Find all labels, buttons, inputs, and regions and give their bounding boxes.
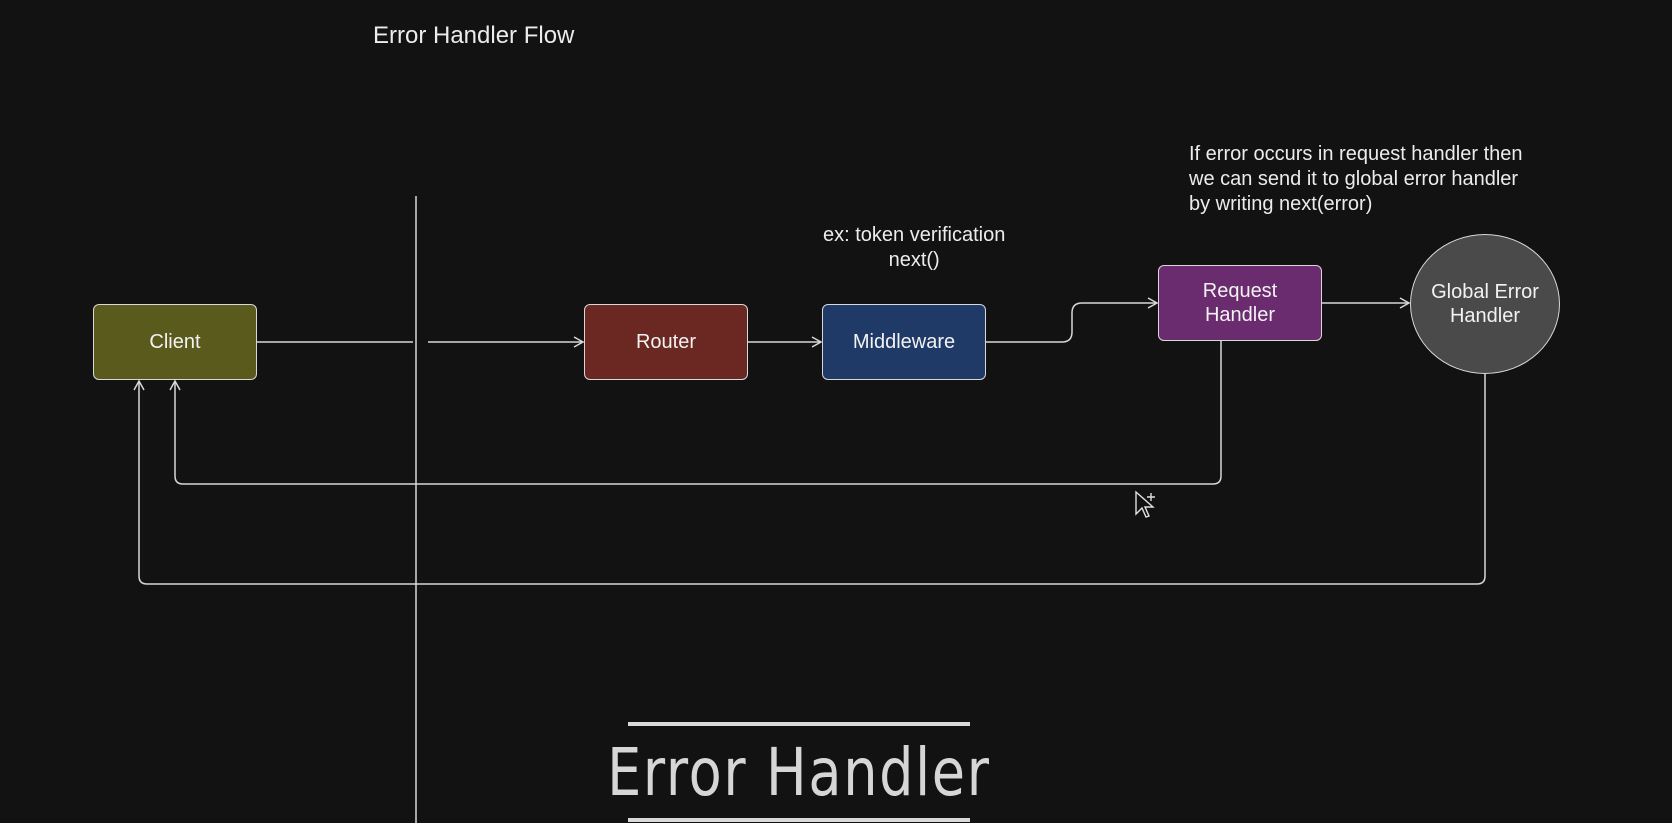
router-node-label: Router [635, 331, 697, 353]
router-node[interactable]: Router [584, 304, 748, 380]
error-note-line2: we can send it to global error handler [1189, 168, 1519, 190]
diagram-title: Error Handler Flow [373, 22, 575, 49]
middleware-node-label: Middleware [852, 331, 956, 353]
middleware-note: ex: token verification next() [823, 223, 1005, 273]
request-handler-label-line1: Request [1202, 280, 1278, 302]
global-handler-label-line1: Global Error [1431, 281, 1539, 303]
global-to-client-return-arrow [133, 374, 1486, 585]
client-node[interactable]: Client [93, 304, 257, 380]
error-note-line3: by writing next(error) [1189, 193, 1373, 215]
global-handler-label-line2: Handler [1449, 305, 1521, 327]
request-handler-label-line2: Handler [1204, 304, 1276, 326]
footer-banner-text: Error Handler [607, 733, 991, 811]
request-handler-node[interactable]: Request Handler [1158, 265, 1322, 341]
move-cursor-icon [1135, 490, 1155, 518]
global-error-handler-node[interactable]: Global Error Handler [1410, 234, 1560, 374]
error-note: If error occurs in request handler then … [1189, 142, 1523, 217]
middleware-note-line1: ex: token verification [823, 224, 1006, 246]
client-node-label: Client [149, 331, 201, 353]
error-note-line1: If error occurs in request handler then [1189, 143, 1523, 165]
middleware-note-line2: next() [888, 249, 940, 271]
footer-banner: Error Handler [607, 722, 989, 822]
middleware-node[interactable]: Middleware [822, 304, 986, 380]
middleware-to-request-arrow [986, 297, 1159, 343]
request-to-client-return-arrow [169, 341, 1222, 485]
